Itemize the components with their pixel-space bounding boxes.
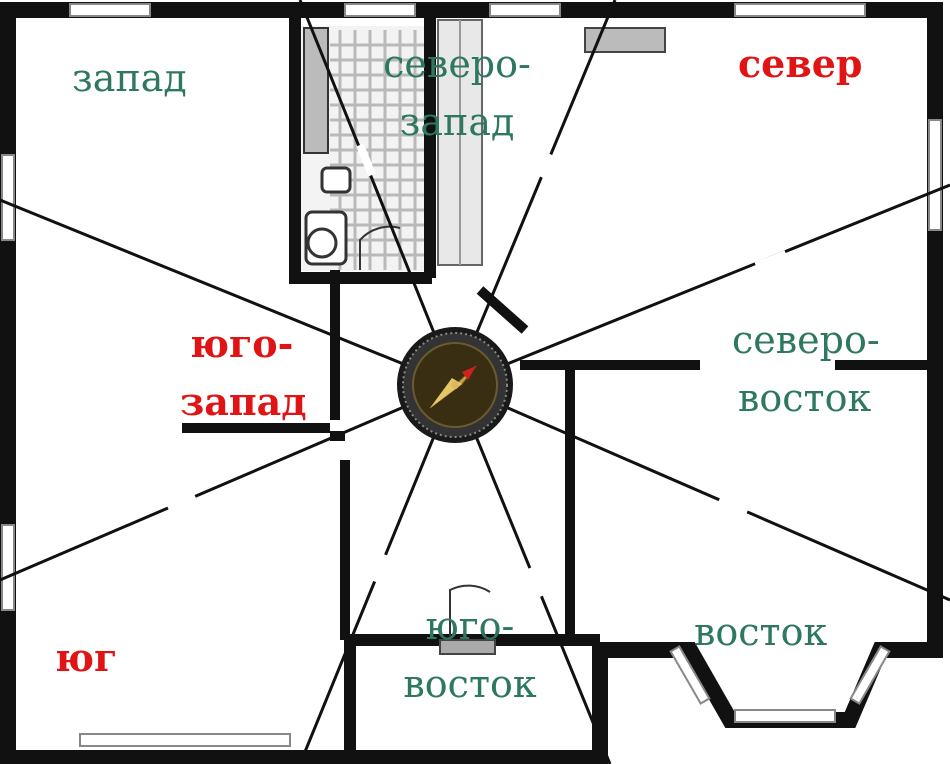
- interior-walls: [182, 270, 930, 640]
- bathroom: [300, 26, 425, 271]
- door-swing: [439, 584, 496, 655]
- label-southwest-line1: юго-: [190, 321, 294, 366]
- label-northwest-line2: запад: [399, 100, 515, 144]
- label-east: восток: [694, 610, 828, 654]
- label-west: запад: [72, 56, 187, 100]
- label-northeast-line2: восток: [738, 376, 872, 420]
- label-southeast-line2: восток: [403, 662, 537, 706]
- closet: [437, 19, 666, 266]
- label-southeast-line1: юго-: [425, 604, 515, 648]
- label-southwest-line2: запад: [180, 379, 307, 424]
- label-north: север: [738, 41, 863, 86]
- compass-icon: [397, 327, 513, 443]
- label-south: юг: [55, 635, 118, 680]
- bathroom-walls: [289, 10, 436, 284]
- ray-gaps: [150, 143, 788, 598]
- label-northwest-line1: северо-: [383, 42, 531, 86]
- windows: [1, 3, 942, 747]
- label-northeast-line1: северо-: [732, 318, 880, 362]
